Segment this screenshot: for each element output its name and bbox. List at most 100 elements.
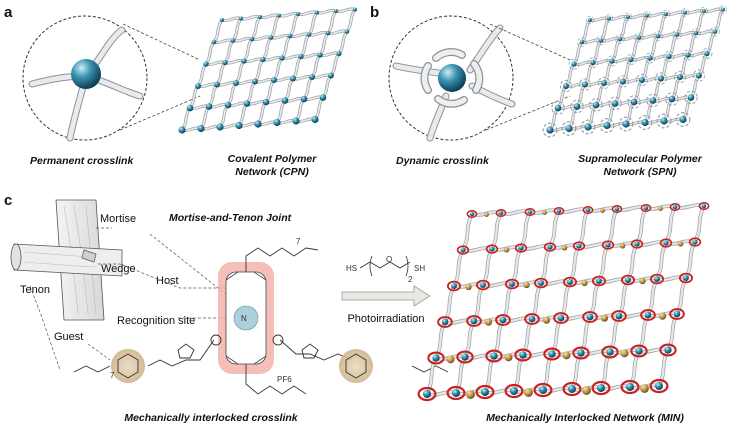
bead [620, 349, 629, 358]
leader-lines [29, 227, 232, 371]
strand [251, 16, 261, 40]
network-node [336, 50, 342, 57]
network-node [664, 12, 668, 16]
ring [611, 310, 627, 322]
network-node [563, 83, 569, 89]
network-node [554, 104, 562, 112]
strand [278, 12, 299, 17]
network-node [582, 81, 588, 88]
network-node [704, 50, 710, 57]
network-node [334, 9, 338, 13]
strand [259, 14, 280, 19]
strand [316, 9, 337, 14]
network-node [601, 80, 607, 86]
network-node [620, 78, 626, 85]
label-pf6: PF6 [277, 375, 292, 384]
network-node [658, 75, 664, 82]
strand [452, 249, 465, 287]
network-node [273, 118, 281, 127]
ring [504, 278, 520, 290]
network-node [546, 126, 554, 134]
strand [636, 240, 667, 247]
strand [597, 244, 610, 282]
strand [656, 275, 687, 282]
strand [227, 82, 237, 106]
strand [568, 245, 581, 283]
strand [481, 248, 494, 286]
ring [553, 206, 565, 216]
network-node [548, 350, 556, 358]
strand [308, 31, 329, 36]
network-node [271, 77, 277, 83]
ring [504, 383, 524, 399]
strand [224, 59, 245, 64]
strand [684, 9, 705, 14]
label-recognition-site: Recognition site [117, 315, 195, 327]
ring [466, 209, 478, 219]
ring [437, 316, 453, 328]
strand [319, 32, 329, 56]
network-node [588, 18, 592, 22]
panel-letter-b: b [370, 4, 379, 21]
bead [658, 312, 667, 320]
cage [653, 31, 663, 41]
wood-joint-sketch [10, 199, 123, 321]
strand [576, 83, 586, 108]
cage [561, 121, 577, 136]
network-node [666, 53, 672, 60]
strand [213, 19, 223, 43]
panel-letter-c: c [4, 192, 12, 209]
network-node [353, 7, 357, 12]
network-node [432, 354, 440, 362]
strand [665, 11, 686, 16]
joint-title: Mortise-and-Tenon Joint [169, 212, 292, 224]
strand [630, 56, 651, 61]
guest-stopper-left [111, 349, 145, 383]
network-node [577, 349, 585, 357]
network-node [233, 80, 239, 86]
bead [523, 281, 530, 289]
ring [446, 280, 462, 292]
strand [684, 241, 697, 279]
ring [659, 238, 673, 248]
strand [482, 281, 513, 288]
network-node [647, 55, 653, 61]
strand [603, 60, 613, 84]
strand [426, 390, 457, 397]
strand [270, 14, 280, 39]
strand [664, 206, 677, 244]
panel-letter-a: a [4, 4, 13, 21]
network-node [573, 103, 581, 110]
strand [213, 39, 234, 44]
strand [690, 74, 700, 99]
strand [581, 39, 602, 44]
ring [591, 275, 607, 287]
strand [630, 36, 640, 61]
network-node [598, 38, 604, 43]
network-node [597, 384, 605, 392]
ring [698, 201, 710, 211]
network-node [344, 29, 350, 34]
network-node [222, 59, 228, 66]
bead [582, 386, 591, 395]
network-node [660, 117, 668, 125]
strand [657, 33, 678, 38]
network-node [590, 59, 596, 66]
network-node [186, 104, 194, 112]
network-node [509, 281, 515, 287]
label-guest: Guest [54, 331, 83, 343]
network-node [214, 81, 220, 88]
cage [559, 79, 573, 93]
cage [599, 118, 615, 133]
strand [444, 318, 475, 325]
strand [619, 36, 640, 41]
bead [484, 212, 489, 218]
network-node [645, 13, 649, 18]
strand [243, 58, 264, 63]
network-node [579, 39, 585, 45]
strand [600, 37, 621, 42]
ring [669, 202, 681, 212]
strand [706, 30, 716, 55]
network-node [490, 352, 498, 360]
ring [562, 276, 578, 288]
